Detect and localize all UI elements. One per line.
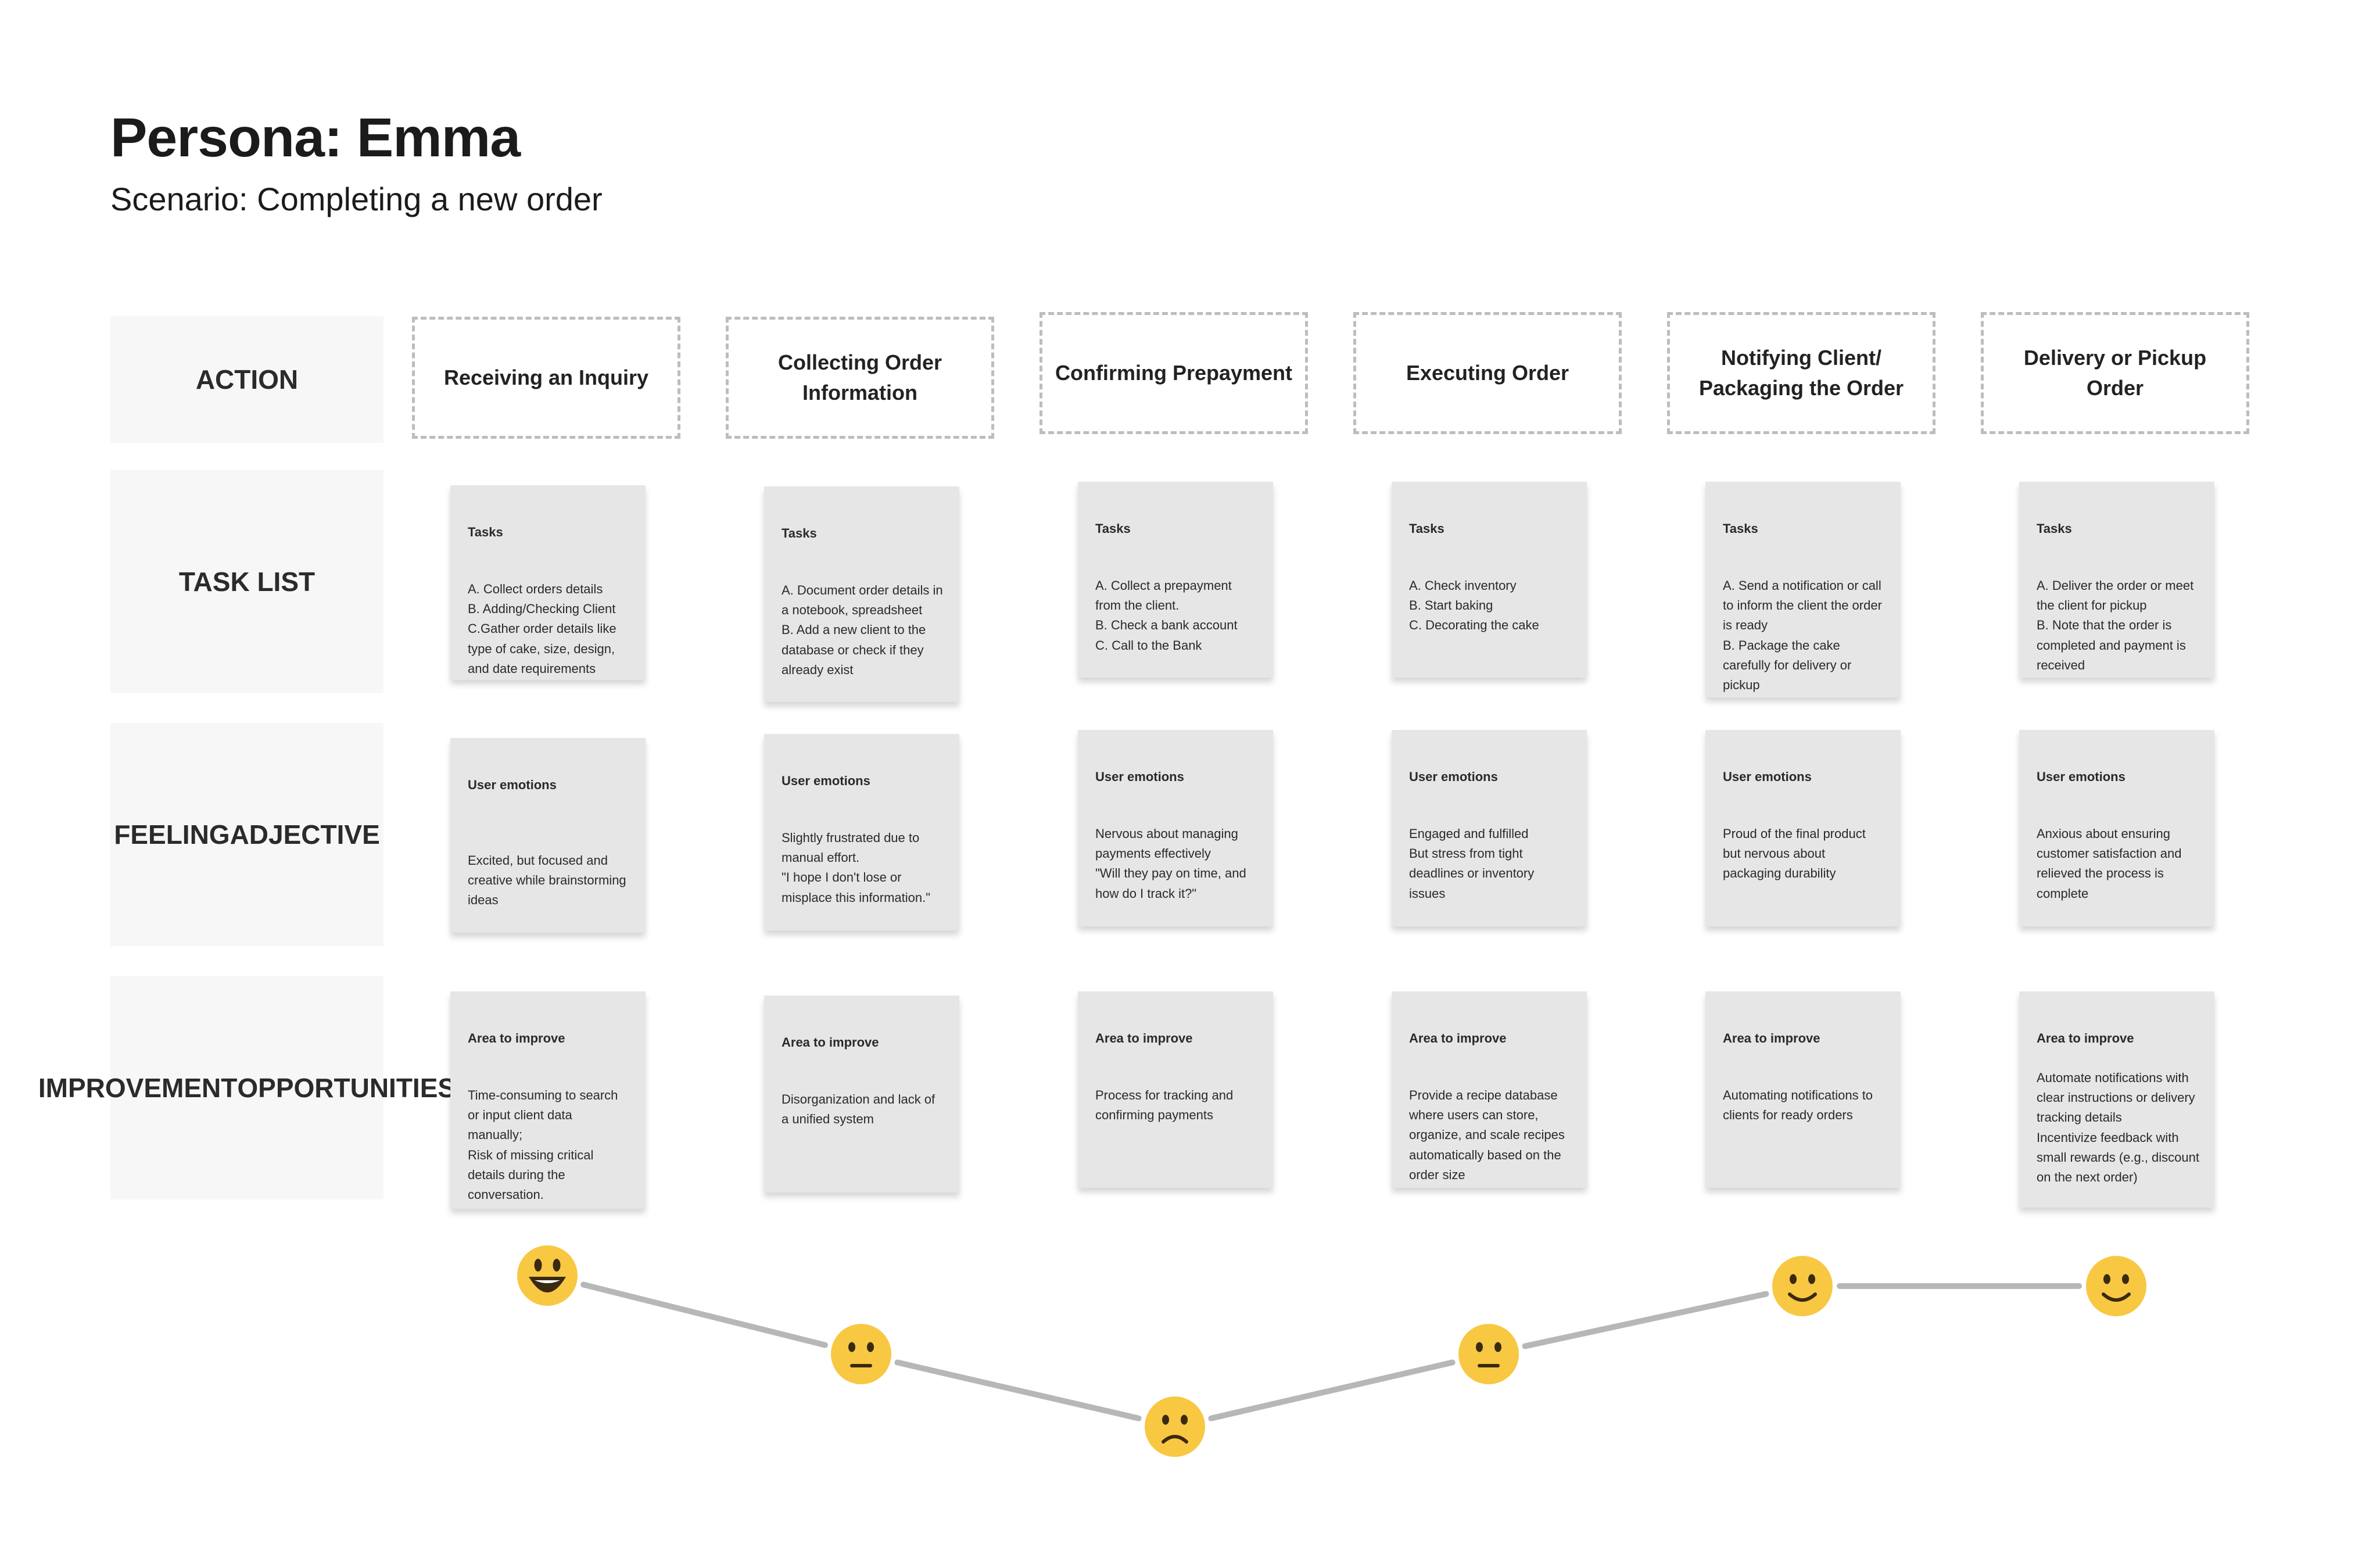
- note-body: A. Document order details in a notebook,…: [782, 583, 943, 677]
- note-heading: Tasks: [1095, 521, 1131, 536]
- smiling-face-icon: [2086, 1256, 2146, 1316]
- row-label-improvement-opportunities: IMPROVEMENT OPPORTUNITIES: [38, 976, 456, 1199]
- emotion-connector-line: [894, 1359, 1142, 1421]
- task-note[interactable]: Tasks A. Collect a prepayment from the c…: [1078, 482, 1273, 678]
- row-label-action: ACTION: [110, 316, 383, 443]
- scenario-subtitle: Scenario: Completing a new order: [110, 181, 603, 217]
- task-note[interactable]: Tasks A. Deliver the order or meet the c…: [2019, 482, 2214, 678]
- neutral-face-icon: [831, 1324, 891, 1384]
- note-body: Engaged and fulfilled But stress from ti…: [1409, 826, 1535, 901]
- improvement-note[interactable]: Area to improve Process for tracking and…: [1078, 991, 1273, 1188]
- note-body: Disorganization and lack of a unified sy…: [782, 1092, 935, 1127]
- action-card-notifying-client-packaging[interactable]: Notifying Client/ Packaging the Order: [1667, 312, 1935, 434]
- improvement-note[interactable]: Area to improve Automate notifications w…: [2019, 991, 2214, 1208]
- note-heading: Area to improve: [1723, 1031, 1820, 1046]
- action-card-executing-order[interactable]: Executing Order: [1353, 312, 1622, 434]
- row-label-feeling-adjective: FEELING ADJECTIVE: [110, 723, 383, 946]
- note-heading: Tasks: [468, 525, 503, 540]
- emotion-note[interactable]: User emotions Engaged and fulfilled But …: [1392, 730, 1587, 926]
- emotion-note[interactable]: User emotions Excited, but focused and c…: [450, 738, 646, 933]
- smiling-face-icon: [1772, 1256, 1833, 1316]
- action-card-receiving-inquiry[interactable]: Receiving an Inquiry: [412, 317, 680, 439]
- note-body: A. Send a notification or call to inform…: [1723, 578, 1882, 692]
- note-body: Excited, but focused and creative while …: [468, 853, 626, 908]
- note-heading: Tasks: [2037, 521, 2072, 536]
- action-card-collecting-order-information[interactable]: Collecting Order Information: [726, 317, 994, 439]
- note-body: Automate notifications with clear instru…: [2037, 1070, 2199, 1184]
- note-body: Provide a recipe database where users ca…: [1409, 1088, 1565, 1182]
- emotion-connector-line: [580, 1281, 828, 1348]
- neutral-face-icon: [1458, 1324, 1519, 1384]
- note-body: Proud of the final product but nervous a…: [1723, 826, 1866, 881]
- note-body: Automating notifications to clients for …: [1723, 1088, 1873, 1123]
- note-body: Process for tracking and confirming paym…: [1095, 1088, 1234, 1123]
- emotion-note[interactable]: User emotions Anxious about ensuring cus…: [2019, 730, 2214, 926]
- note-heading: Tasks: [1723, 521, 1758, 536]
- note-heading: Tasks: [782, 526, 817, 541]
- action-card-confirming-prepayment[interactable]: Confirming Prepayment: [1040, 312, 1308, 434]
- action-card-delivery-or-pickup[interactable]: Delivery or Pickup Order: [1981, 312, 2249, 434]
- note-heading: Area to improve: [2037, 1031, 2134, 1046]
- task-note[interactable]: Tasks A. Document order details in a not…: [764, 486, 959, 702]
- note-heading: User emotions: [782, 774, 870, 789]
- task-note[interactable]: Tasks A. Check inventory B. Start baking…: [1392, 482, 1587, 678]
- emotion-note[interactable]: User emotions Slightly frustrated due to…: [764, 734, 959, 930]
- note-body: A. Collect a prepayment from the client.…: [1095, 578, 1238, 653]
- improvement-note[interactable]: Area to improve Automating notifications…: [1705, 991, 1901, 1188]
- improvement-note[interactable]: Area to improve Time-consuming to search…: [450, 991, 646, 1209]
- task-note[interactable]: Tasks A. Send a notification or call to …: [1705, 482, 1901, 697]
- note-heading: Area to improve: [1409, 1031, 1507, 1046]
- grinning-face-icon: [517, 1245, 578, 1306]
- note-heading: Area to improve: [468, 1031, 565, 1046]
- note-heading: Area to improve: [1095, 1031, 1193, 1046]
- note-heading: User emotions: [1723, 769, 1812, 785]
- note-heading: User emotions: [1095, 769, 1184, 785]
- row-label-task-list: TASK LIST: [110, 470, 383, 693]
- note-heading: Tasks: [1409, 521, 1445, 536]
- note-body: Anxious about ensuring customer satisfac…: [2037, 826, 2182, 901]
- task-note[interactable]: Tasks A. Collect orders details B. Addin…: [450, 485, 646, 680]
- note-body: A. Check inventory B. Start baking C. De…: [1409, 578, 1539, 633]
- note-body: Time-consuming to search or input client…: [468, 1088, 618, 1202]
- improvement-note[interactable]: Area to improve Provide a recipe databas…: [1392, 991, 1587, 1188]
- note-body: A. Collect orders details B. Adding/Chec…: [468, 582, 616, 676]
- note-heading: User emotions: [1409, 769, 1498, 785]
- emotion-connector-line: [1208, 1359, 1456, 1421]
- emotion-connector-line: [1522, 1291, 1769, 1349]
- emotion-note[interactable]: User emotions Nervous about managing pay…: [1078, 730, 1273, 926]
- improvement-note[interactable]: Area to improve Disorganization and lack…: [764, 995, 959, 1193]
- note-heading: User emotions: [468, 778, 557, 793]
- note-body: Nervous about managing payments effectiv…: [1095, 826, 1246, 901]
- note-heading: User emotions: [2037, 769, 2125, 785]
- note-heading: Area to improve: [782, 1035, 879, 1050]
- persona-title: Persona: Emma: [110, 107, 521, 169]
- note-body: A. Deliver the order or meet the client …: [2037, 578, 2194, 672]
- emotion-note[interactable]: User emotions Proud of the final product…: [1705, 730, 1901, 926]
- note-body: Slightly frustrated due to manual effort…: [782, 830, 931, 905]
- frowning-face-icon: [1145, 1396, 1205, 1457]
